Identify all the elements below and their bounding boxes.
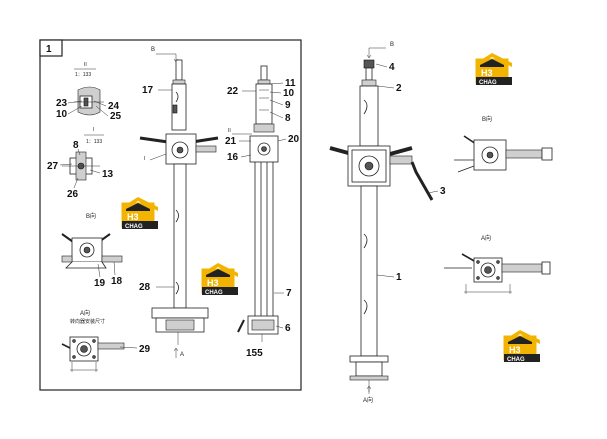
detail-i-label: I <box>93 127 94 133</box>
view-a-marker-right: A向 <box>363 396 373 404</box>
callout-28: 28 <box>139 282 151 293</box>
b-view-label-right: B向 <box>482 115 492 123</box>
callout-9: 9 <box>285 100 291 111</box>
callout-26: 26 <box>67 189 79 200</box>
detail-i-scale: 1：133 <box>86 139 102 145</box>
panel-number-box <box>39 39 63 57</box>
detail-ii-scale: 1：133 <box>75 72 91 78</box>
callout-17: 17 <box>142 85 154 96</box>
callout-22: 22 <box>227 86 239 97</box>
callout-27: 27 <box>47 161 59 172</box>
h3-chag-logo: H3 CHAG <box>121 196 159 230</box>
middle-column-drawing <box>237 65 279 342</box>
view-b-marker-top: B <box>151 47 155 53</box>
callout-3: 3 <box>440 186 446 197</box>
callout-21: 21 <box>225 136 237 147</box>
view-a-marker-left: A <box>180 352 184 358</box>
h3-chag-logo: H3 CHAG <box>475 52 513 86</box>
svg-text:CHAG: CHAG <box>205 290 223 296</box>
panel-number: 1 <box>46 44 52 55</box>
left-column-drawing <box>139 59 219 345</box>
callout-8-detail: 8 <box>73 140 79 151</box>
callout-16: 16 <box>227 152 239 163</box>
callout-19: 19 <box>94 278 106 289</box>
detail-ii-label: II <box>84 62 87 68</box>
callout-155: 155 <box>246 348 263 359</box>
a-view-label-right: A向 <box>481 234 491 242</box>
right-column-drawing <box>329 59 434 392</box>
callout-20: 20 <box>288 134 300 145</box>
detail-i-drawing <box>62 151 100 181</box>
svg-text:CHAG: CHAG <box>125 224 143 230</box>
callout-29: 29 <box>139 344 151 355</box>
b-view-left-drawing <box>61 233 123 269</box>
callout-11: 11 <box>285 78 296 89</box>
a-view-left-drawing <box>61 336 125 372</box>
h3-chag-logo: H3 CHAG <box>201 262 239 296</box>
callout-23: 23 <box>56 98 68 109</box>
b-view-right-drawing <box>454 135 553 173</box>
a-view-sublabel-left: 转向器安装尺寸 <box>70 318 105 325</box>
callout-24: 24 <box>108 101 120 112</box>
a-view-right-drawing <box>444 253 551 294</box>
svg-text:CHAG: CHAG <box>479 80 497 86</box>
callout-25: 25 <box>110 111 122 122</box>
detail-ii-drawing <box>74 86 104 116</box>
callout-1: 1 <box>396 272 402 283</box>
callout-13: 13 <box>102 169 114 180</box>
svg-text:CHAG: CHAG <box>507 357 525 363</box>
callout-2: 2 <box>396 83 402 94</box>
svg-text:H3: H3 <box>509 345 521 355</box>
callout-7: 7 <box>286 288 292 299</box>
svg-text:H3: H3 <box>127 212 139 222</box>
callout-4: 4 <box>389 62 395 73</box>
callout-10-detail: 10 <box>56 109 68 120</box>
svg-text:H3: H3 <box>207 278 219 288</box>
svg-text:H3: H3 <box>481 68 493 78</box>
callout-6: 6 <box>285 323 291 334</box>
view-i-marker: I <box>144 156 145 162</box>
left-panel-frame <box>39 39 302 391</box>
callout-10-main: 10 <box>283 88 295 99</box>
callout-8-main: 8 <box>285 113 291 124</box>
h3-chag-logo: H3 CHAG <box>503 329 541 363</box>
b-view-label-left: B向 <box>86 212 96 220</box>
callout-18: 18 <box>111 276 123 287</box>
view-ii-marker: II <box>228 128 231 134</box>
a-view-label-left: A向 <box>80 309 90 317</box>
view-b-marker-right: B <box>390 42 394 48</box>
